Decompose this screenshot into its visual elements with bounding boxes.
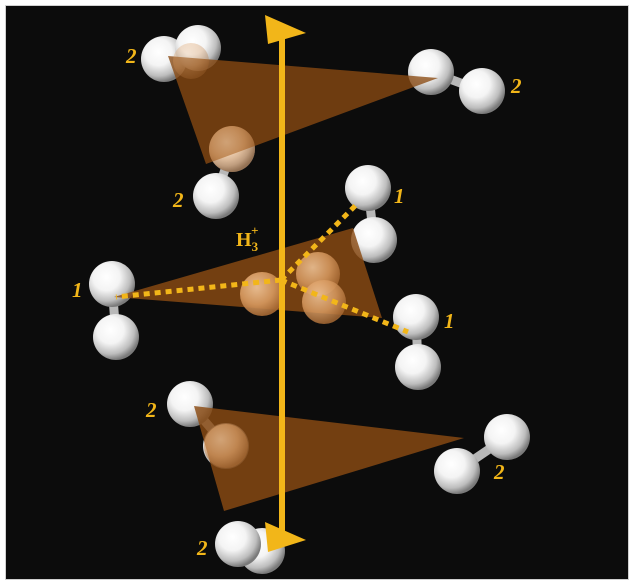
symmetry-axis (265, 15, 306, 552)
hydrogen-atom (89, 261, 135, 307)
hydrogen-atom (408, 49, 454, 95)
ion-label: H3+ (236, 223, 259, 254)
hydrogen-atom (193, 173, 239, 219)
hydrogen-atom (484, 414, 530, 460)
ion-atom (240, 272, 284, 316)
hydrogen-atom (393, 294, 439, 340)
hydrogen-atom (93, 314, 139, 360)
hydrogen-atom (395, 344, 441, 390)
labels: 2 2 2 1 1 1 2 2 2 H3+ (72, 44, 522, 560)
ion-atom (302, 280, 346, 324)
ion-label-subscript: 3 (252, 239, 259, 254)
hydrogen-atom-tinted (209, 126, 255, 172)
molecular-diagram: 2 2 2 1 1 1 2 2 2 H3+ (5, 5, 629, 580)
top-layer (141, 25, 505, 219)
label-molecule-1: 1 (394, 184, 405, 208)
label-molecule-1: 1 (444, 309, 455, 333)
arrowhead-up-icon (265, 15, 306, 44)
hydrogen-atom (215, 521, 261, 567)
bottom-layer (167, 381, 530, 574)
bottom-triangle (194, 406, 464, 511)
middle-layer (89, 165, 441, 390)
top-triangle (168, 56, 438, 164)
ion-label-base: H (236, 229, 252, 251)
hydrogen-atom (459, 68, 505, 114)
hydrogen-atom (345, 165, 391, 211)
label-molecule-2: 2 (125, 44, 137, 68)
dashed-links (115, 203, 409, 335)
hydrogen-atom-tinted (173, 43, 209, 79)
arrowhead-down-icon (265, 522, 306, 552)
diagram-canvas: 2 2 2 1 1 1 2 2 2 H3+ (72, 15, 530, 574)
label-molecule-2: 2 (510, 74, 522, 98)
label-molecule-2: 2 (493, 460, 505, 484)
hydrogen-atom (351, 217, 397, 263)
label-molecule-2: 2 (145, 398, 157, 422)
hydrogen-atom-tinted (204, 424, 248, 468)
ion-label-superscript: + (251, 223, 258, 238)
label-molecule-1: 1 (72, 278, 83, 302)
hydrogen-atom (434, 448, 480, 494)
label-molecule-2: 2 (196, 536, 208, 560)
label-molecule-2: 2 (172, 188, 184, 212)
